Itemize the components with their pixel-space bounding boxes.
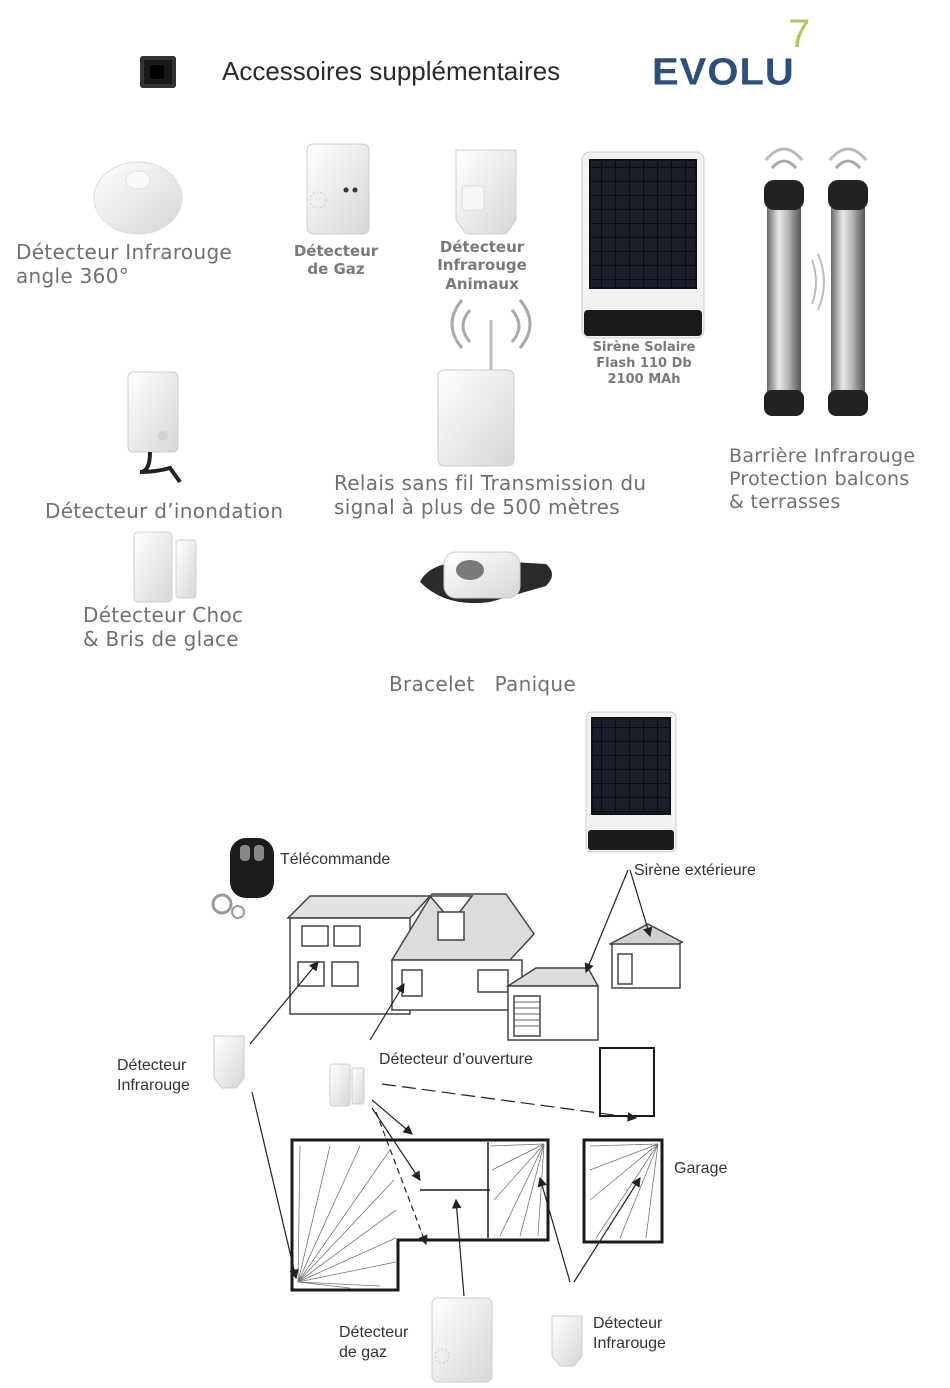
relay-label: Relais sans fil Transmission du signal à… <box>334 471 647 520</box>
remote-image <box>211 838 274 919</box>
gas-detector-image <box>306 143 370 235</box>
floor-plan <box>290 1047 664 1292</box>
ir-barrier-image <box>764 147 868 416</box>
solar-siren-label: Sirène Solaire Flash 110 Db 2100 MAh <box>592 340 696 387</box>
shock-label: Détecteur Choc & Bris de glace <box>83 603 244 652</box>
panic-label: Bracelet Panique <box>389 671 577 696</box>
header-icon <box>140 56 176 88</box>
detection-fans <box>297 1143 659 1289</box>
flood-label: Détecteur d’inondation <box>45 499 284 523</box>
garage-label: Garage <box>674 1160 728 1177</box>
remote-label: Télécommande <box>280 851 391 868</box>
gas-detector-label: Détecteur de Gaz <box>293 242 379 279</box>
outdoor-siren-label: Sirène extérieure <box>634 862 756 879</box>
ir-360-label: Détecteur Infrarouge angle 360° <box>16 240 233 289</box>
pet-ir-detector-image <box>455 149 517 235</box>
house-drawing <box>286 893 684 1041</box>
ir-right-label: Détecteur Infrarouge <box>593 1315 666 1352</box>
solar-siren-image <box>581 151 705 339</box>
ir-360-detector-image <box>93 161 183 235</box>
page-title: Accessoires supplémentaires <box>222 56 561 86</box>
outdoor-siren-image <box>585 711 677 853</box>
shock-detector-image <box>133 531 197 603</box>
plan-arrows <box>249 869 653 1297</box>
plan-sensors <box>213 1035 583 1383</box>
brand-logo: EVOLU <box>652 51 795 93</box>
gas-plan-label: Détecteur de gaz <box>339 1324 409 1361</box>
flood-detector-image <box>127 371 182 484</box>
opening-detector-label: Détecteur d’ouverture <box>379 1051 533 1068</box>
brand-logo-mark: 7 <box>788 12 811 56</box>
ir-left-label: Détecteur Infrarouge <box>117 1057 190 1094</box>
ir-barrier-label: Barrière Infrarouge Protection balcons &… <box>729 445 916 514</box>
panic-bracelet-image <box>420 551 552 604</box>
relay-image <box>437 299 532 467</box>
pet-ir-label: Détecteur Infrarouge Animaux <box>437 238 527 293</box>
